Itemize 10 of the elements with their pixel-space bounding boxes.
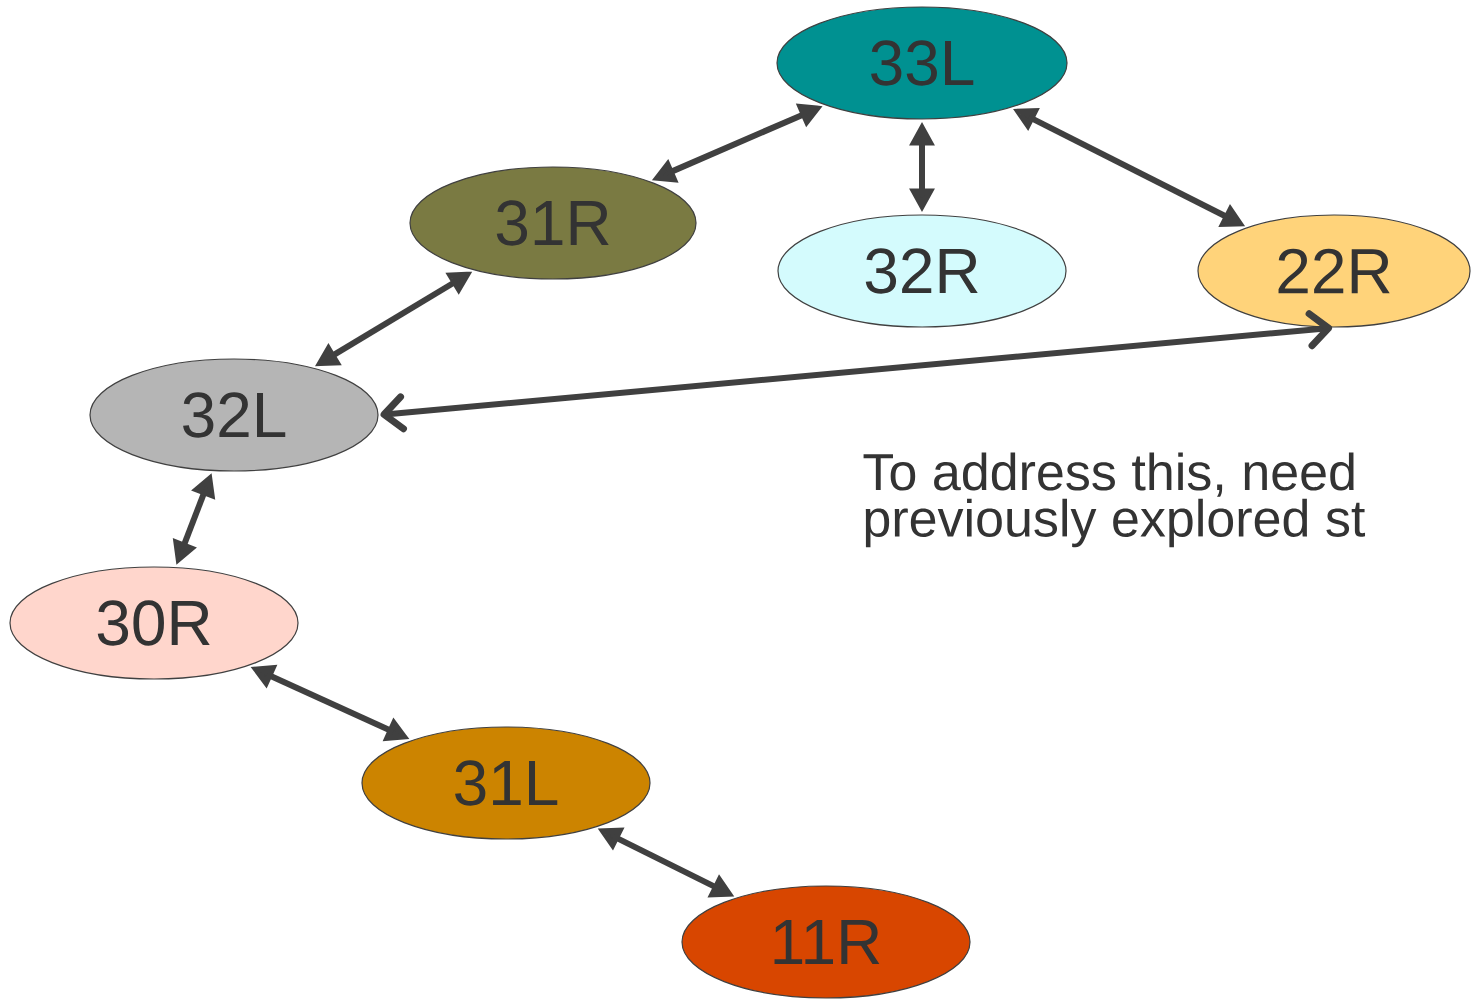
- oval-node: 32L: [89, 358, 379, 472]
- oval-node: 22R: [1197, 214, 1471, 328]
- arrow: [380, 310, 1333, 433]
- oval-node: 32R: [777, 214, 1067, 328]
- note-text: To address this, need previously explored st: [863, 452, 1366, 548]
- oval-node: 11R: [681, 885, 971, 999]
- oval-node: 33L: [776, 6, 1068, 120]
- oval-node: 31L: [361, 726, 651, 840]
- oval-node: 31R: [409, 166, 697, 280]
- oval-node: 30R: [9, 566, 299, 680]
